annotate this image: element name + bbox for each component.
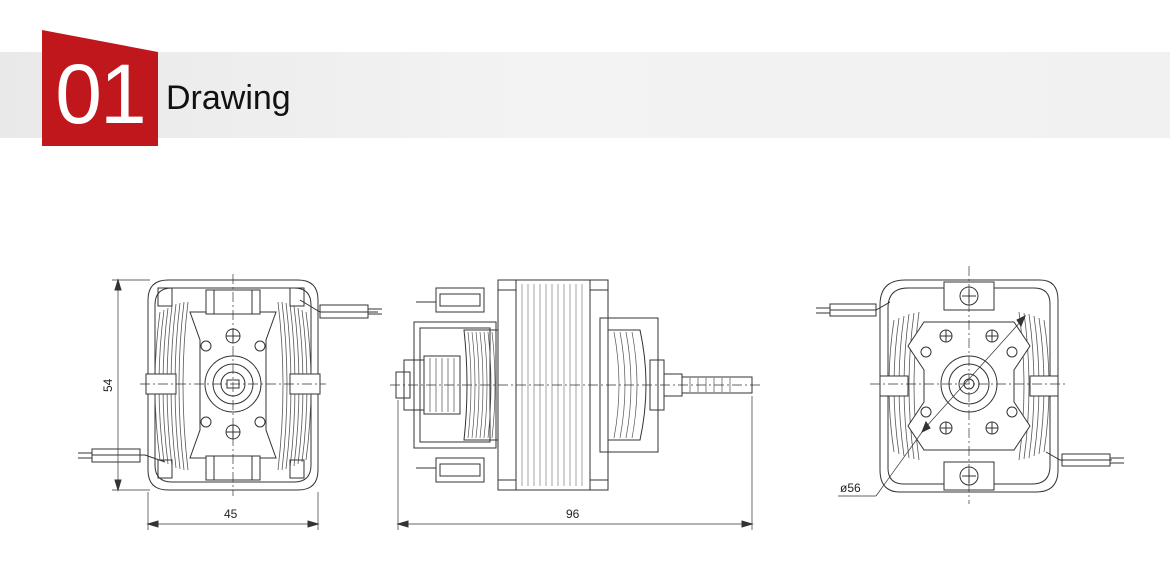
height-dimension-label: 54	[101, 378, 115, 392]
section-title: Drawing	[166, 79, 291, 117]
diameter-dimension-label: ø56	[840, 481, 861, 495]
section-number: 01	[55, 47, 146, 141]
header-bar	[0, 52, 1170, 138]
width-dimension-label: 45	[224, 507, 238, 521]
length-dimension-label: 96	[566, 507, 580, 521]
side-view	[390, 279, 760, 530]
rear-view	[816, 266, 1124, 504]
section-number-badge: 01	[42, 30, 158, 146]
front-view	[78, 274, 382, 530]
